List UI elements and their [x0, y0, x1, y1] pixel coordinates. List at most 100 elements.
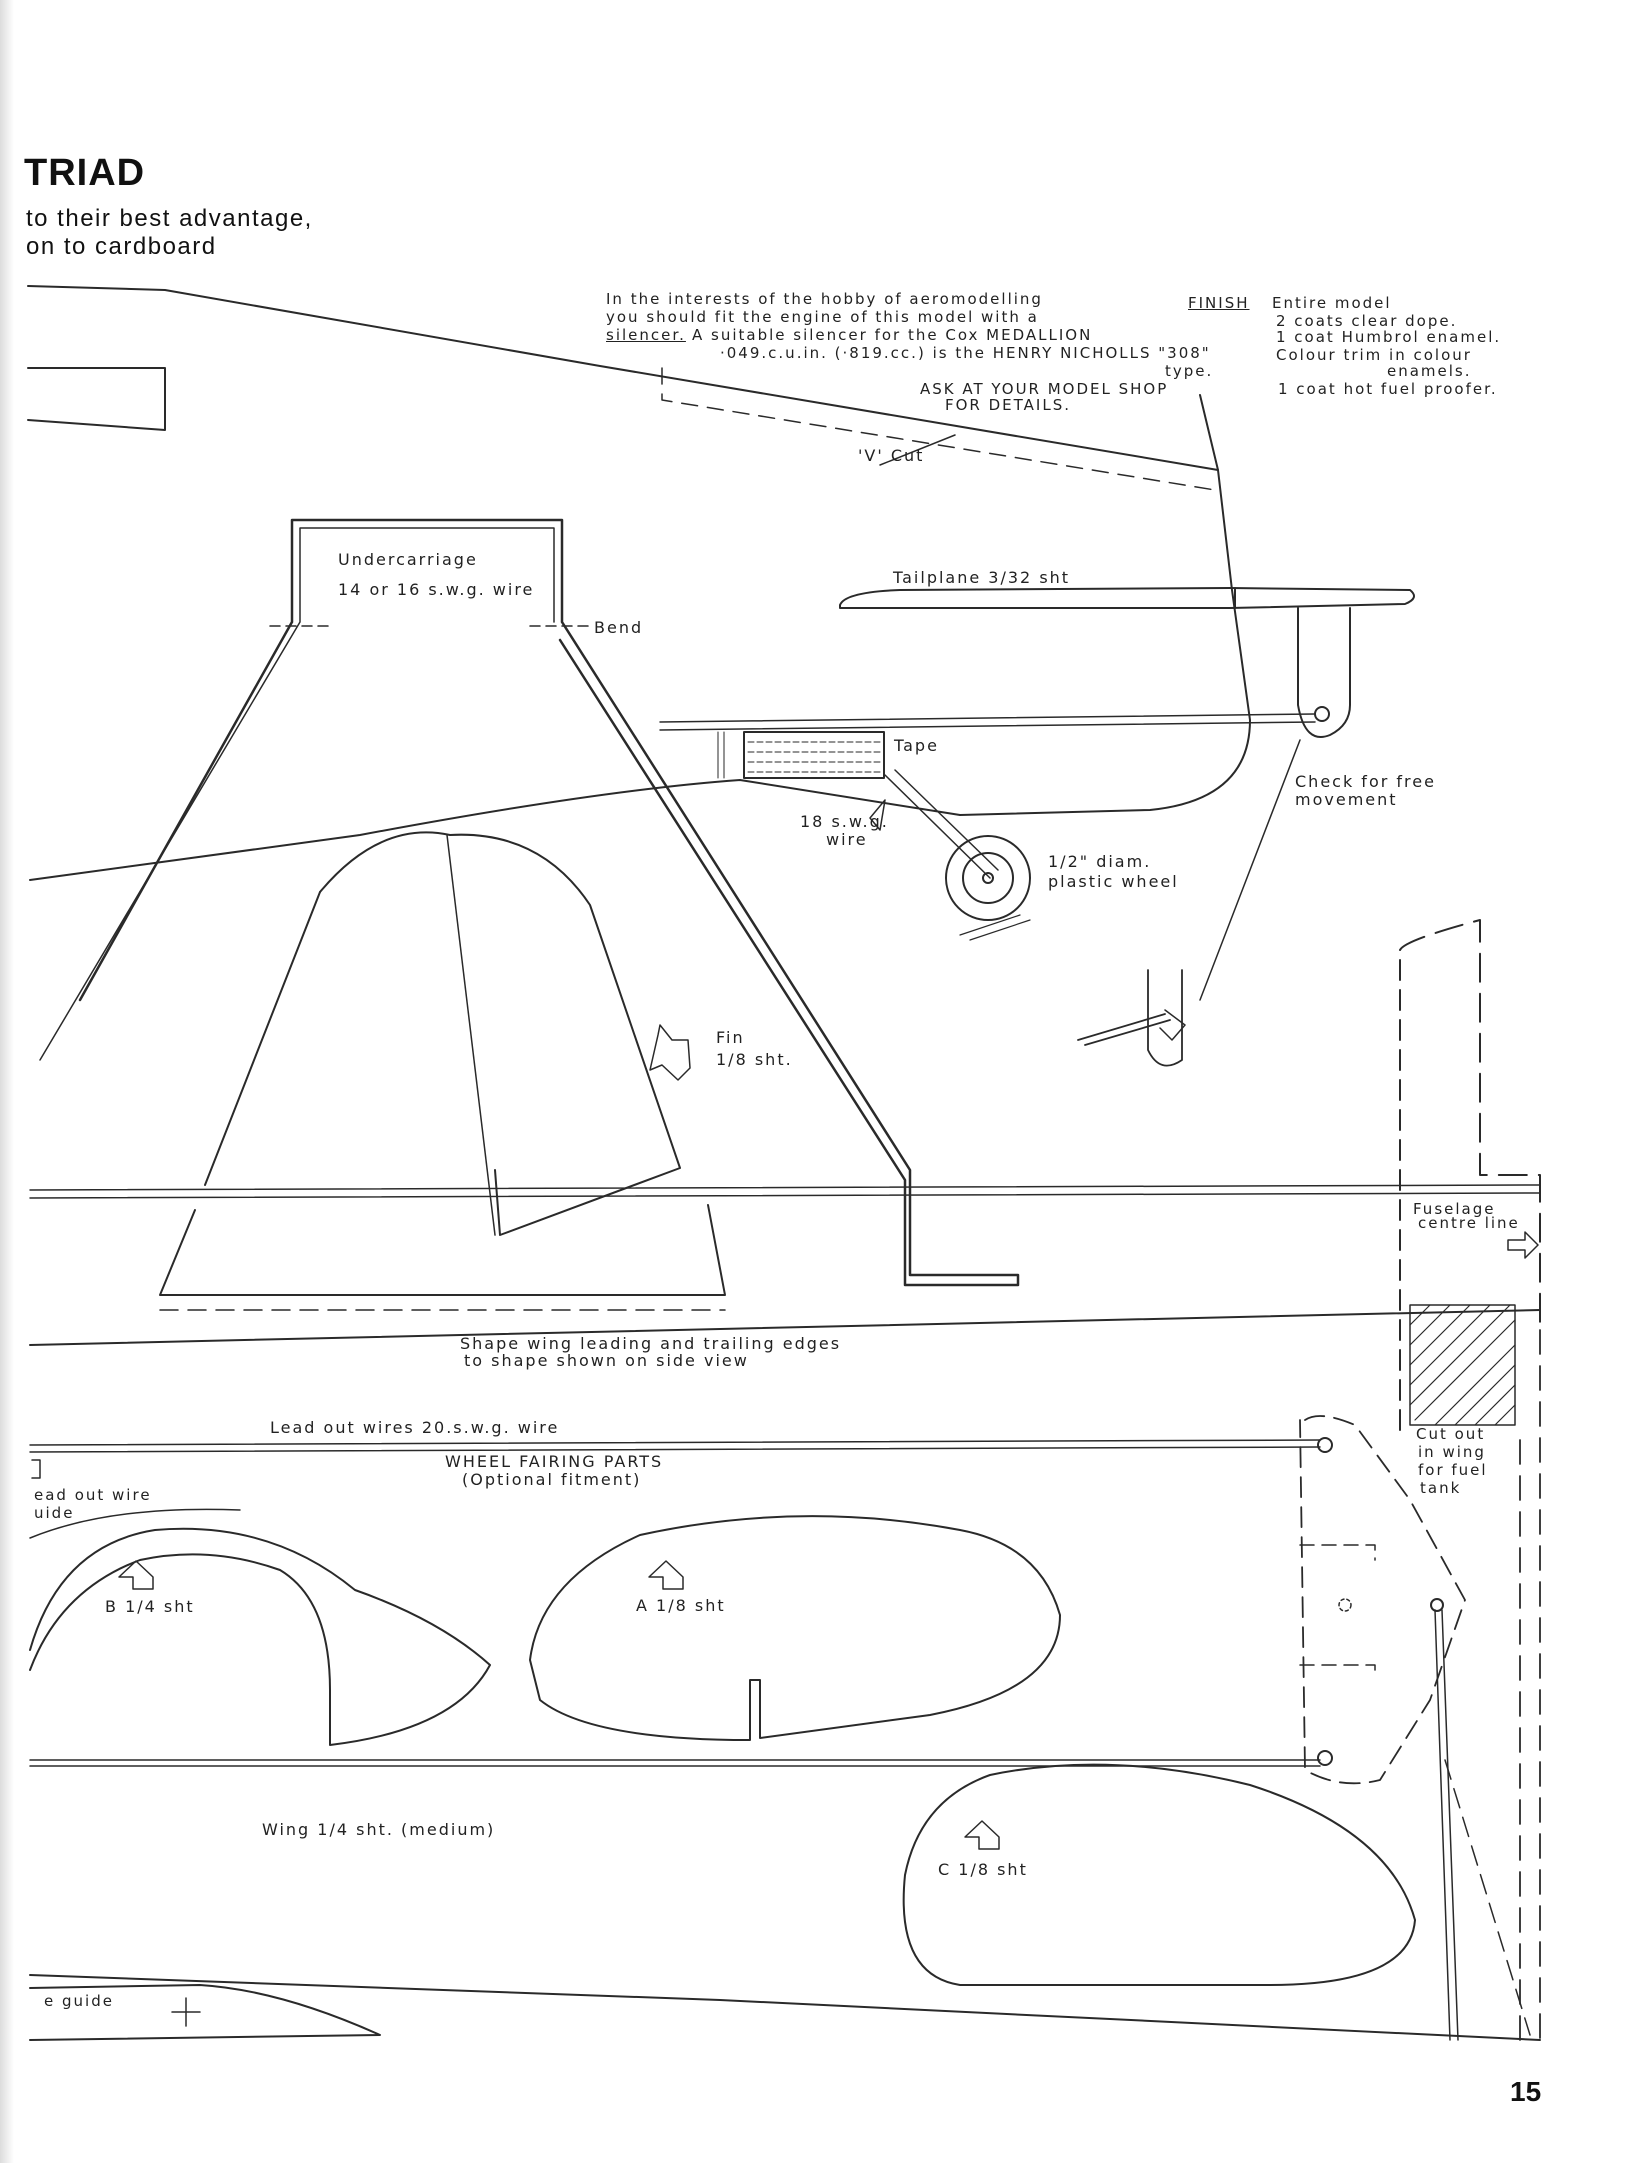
fuselage-lower-curve — [29, 779, 961, 881]
shape-wing-label-2: to shape shown on side view — [464, 1351, 749, 1370]
lead-out-label: Lead out wires 20.s.w.g. wire — [270, 1418, 560, 1437]
fairing-b-arrow — [118, 1560, 154, 1590]
fin-label-2: 1/8 sht. — [716, 1050, 793, 1069]
finish-line-4: Colour trim in colour — [1276, 346, 1472, 364]
tank-hatch — [1409, 1304, 1516, 1426]
centre-line-1 — [29, 1184, 1541, 1199]
diagonal-guide — [1444, 1759, 1531, 2036]
undercarriage-wire-inner — [39, 527, 555, 1061]
bend-label: Bend — [594, 618, 644, 637]
check-label-1: Check for free — [1295, 772, 1436, 791]
cut-out-label-4: tank — [1420, 1479, 1462, 1497]
tail-post — [959, 394, 1251, 816]
guide-cross — [171, 1997, 201, 2027]
silencer-note-line-6: type. — [1165, 362, 1214, 380]
silencer-note-line-4: A suitable silencer for the Cox MEDALLIO… — [692, 326, 1093, 344]
tape-bracket — [717, 731, 725, 779]
silencer-note-line-3: silencer. — [606, 326, 686, 344]
check-label-2: movement — [1295, 790, 1398, 809]
page-number: 15 — [1510, 2076, 1542, 2107]
cut-out-label-1: Cut out — [1416, 1425, 1486, 1443]
v-cut-mark — [879, 434, 956, 466]
fairing-a-arrow — [648, 1560, 684, 1590]
tank-cutout — [1409, 1304, 1516, 1426]
cut-out-label-2: in wing — [1418, 1443, 1486, 1461]
fin-arrow — [649, 1024, 691, 1081]
v-cut-label: 'V' Cut — [858, 446, 925, 465]
fin-label-1: Fin — [716, 1028, 745, 1047]
fin-base — [159, 1204, 726, 1296]
lead-out-line — [29, 1439, 1321, 1453]
bellcrank-part — [1077, 969, 1183, 1067]
part-b-label: B 1/4 sht — [105, 1597, 195, 1616]
finish-heading: FINISH — [1188, 294, 1250, 312]
bellcrank-centre — [1338, 1598, 1352, 1612]
silencer-note-line-8: FOR DETAILS. — [945, 396, 1071, 414]
horn-pivot — [1314, 706, 1330, 722]
tape-block — [743, 731, 885, 779]
fuselage-top-line — [27, 285, 1219, 471]
wheel-leg — [884, 769, 999, 879]
fin-leading — [204, 891, 321, 1186]
page-edge-shadow — [0, 0, 14, 2163]
finish-line-3: 1 coat Humbrol enamel. — [1276, 328, 1502, 346]
bellcrank-leader — [1434, 1609, 1459, 2041]
pushrod-line — [659, 713, 1316, 731]
bellcrank-clip — [1159, 1009, 1186, 1041]
silencer-dashed — [661, 367, 1216, 491]
bellcrank-plate — [1299, 1415, 1466, 1785]
wheel-fairing-label-2: (Optional fitment) — [462, 1470, 642, 1489]
check-leader — [1199, 739, 1301, 1001]
bottom-edge-line — [29, 1974, 1541, 2041]
tape-hatch — [747, 741, 881, 773]
wheel-inner — [962, 852, 1014, 904]
lead-out-guide-arc — [29, 1508, 241, 1539]
lead-out-guide-label-2: uide — [34, 1504, 75, 1522]
tailplane-outline — [839, 587, 1415, 609]
fairing-a — [529, 1515, 1061, 1741]
tape-label: Tape — [894, 736, 939, 755]
undercarriage-wire — [78, 518, 1020, 1287]
wheel-label-2: plastic wheel — [1048, 872, 1179, 891]
wheel-fairing-label-1: WHEEL FAIRING PARTS — [445, 1452, 664, 1471]
wheel-hub — [982, 872, 994, 884]
fin-rib — [446, 834, 496, 1236]
wheel-ground — [959, 914, 1031, 941]
shape-wing-label-1: Shape wing leading and trailing edges — [460, 1334, 842, 1353]
wire-18-label-2: wire — [826, 830, 868, 849]
finish-line-1: Entire model — [1272, 294, 1392, 312]
bellcrank-pivot — [1430, 1598, 1444, 1612]
fin-outline — [319, 831, 681, 1236]
silencer-note-line-7: ASK AT YOUR MODEL SHOP — [920, 380, 1169, 398]
finish-line-5: enamels. — [1387, 362, 1472, 380]
cut-out-label-3: for fuel — [1418, 1461, 1488, 1479]
nose-block — [27, 367, 166, 431]
wire-arrow — [869, 799, 886, 831]
wing-leading-line — [29, 1309, 1541, 1346]
fairing-c — [902, 1763, 1416, 1986]
fairing-c-arrow — [964, 1820, 1000, 1850]
fuselage-profile-dashed — [1399, 919, 1541, 1331]
tailplane-label: Tailplane 3/32 sht — [893, 568, 1071, 587]
wire-18-label-1: 18 s.w.g. — [800, 812, 889, 831]
guide-label: e guide — [44, 1992, 114, 2010]
lead-out-eye-2 — [1317, 1750, 1333, 1766]
lead-out-eye-1 — [1317, 1437, 1333, 1453]
fuselage-centre-label-1: Fuselage — [1413, 1200, 1496, 1218]
undercarriage-label-1: Undercarriage — [338, 550, 478, 569]
right-edge-dashed — [1519, 1329, 1541, 2041]
lead-out-guide-bracket — [31, 1459, 41, 1479]
fuselage-arrow — [1507, 1231, 1539, 1259]
silencer-note-line-5: ·049.c.u.in. (·819.cc.) is the HENRY NIC… — [720, 344, 1211, 362]
lead-out-guide-label-1: ead out wire — [34, 1486, 152, 1504]
undercarriage-label-2: 14 or 16 s.w.g. wire — [338, 580, 535, 599]
finish-line-6: 1 coat hot fuel proofer. — [1278, 380, 1498, 398]
elevator-horn — [1297, 607, 1351, 738]
fuselage-centre-label-2: centre line — [1418, 1214, 1520, 1232]
silencer-note-line-1: In the interests of the hobby of aeromod… — [606, 290, 1043, 308]
part-a-label: A 1/8 sht — [636, 1596, 726, 1615]
wheel-outer — [945, 835, 1031, 921]
guide-shape — [29, 1984, 381, 2041]
